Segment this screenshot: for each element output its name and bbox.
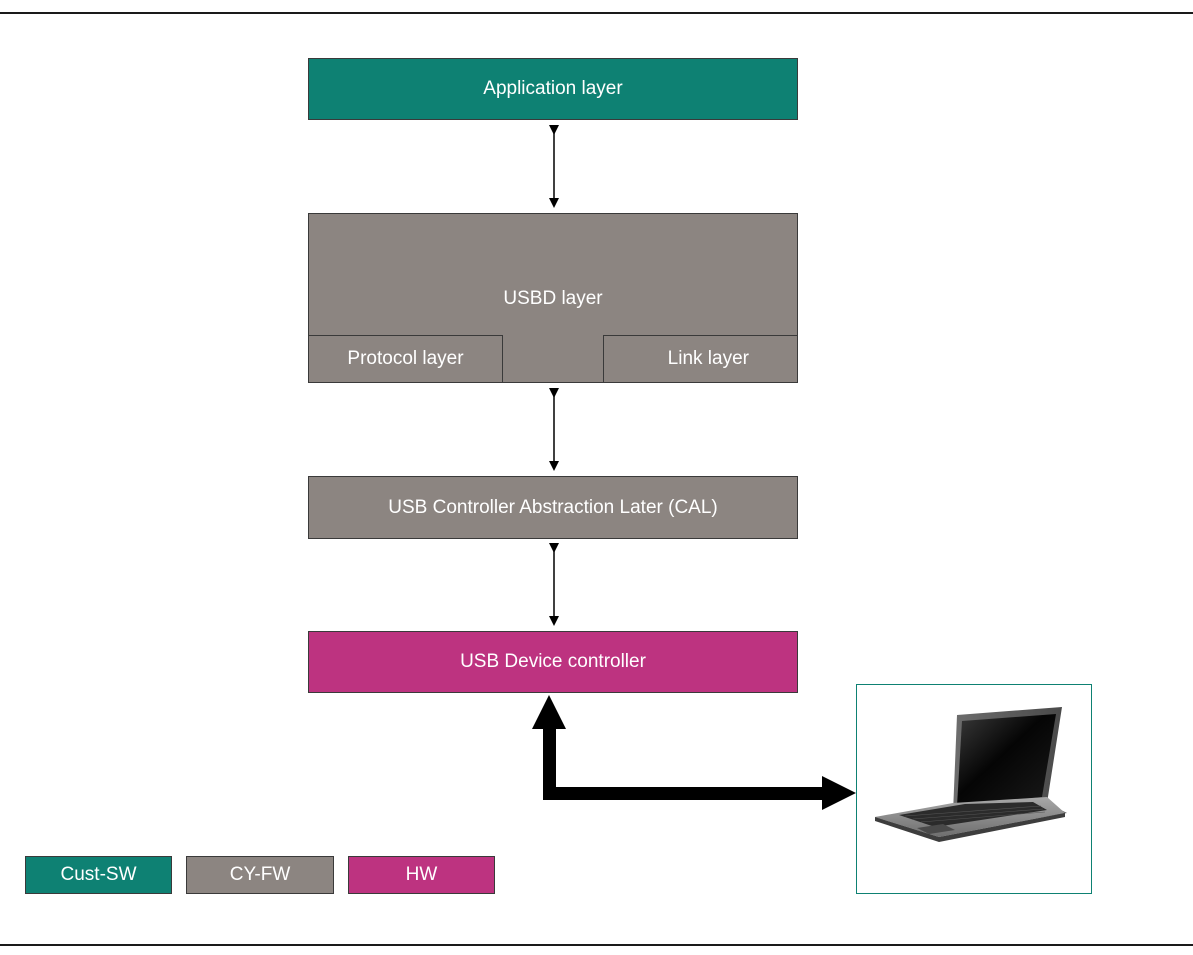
laptop-icon — [875, 707, 1067, 842]
legend-cust-sw: Cust-SW — [25, 856, 172, 894]
link-layer-label: Link layer — [667, 348, 749, 369]
usb-device-controller-box: USB Device controller — [308, 631, 798, 693]
usb-device-controller-label: USB Device controller — [460, 651, 646, 672]
legend-cy-fw-label: CY-FW — [229, 864, 291, 885]
legend-cust-sw-label: Cust-SW — [60, 864, 137, 885]
protocol-layer-box: Protocol layer — [308, 335, 503, 383]
host-pc-frame — [856, 684, 1092, 894]
protocol-layer-label: Protocol layer — [347, 348, 464, 369]
top-rule — [0, 12, 1193, 14]
usbd-layer-label: USBD layer — [503, 288, 603, 309]
cal-layer-label: USB Controller Abstraction Later (CAL) — [388, 496, 718, 518]
link-layer-box: Link layer — [603, 335, 798, 383]
bottom-rule — [0, 944, 1193, 946]
cal-layer-box: USB Controller Abstraction Later (CAL) — [308, 476, 798, 539]
legend-hw: HW — [348, 856, 495, 894]
usb-bus-arrow — [532, 695, 856, 810]
legend-hw-label: HW — [405, 864, 438, 885]
application-layer-box: Application layer — [308, 58, 798, 120]
application-layer-label: Application layer — [483, 78, 623, 99]
legend-cy-fw: CY-FW — [186, 856, 334, 894]
